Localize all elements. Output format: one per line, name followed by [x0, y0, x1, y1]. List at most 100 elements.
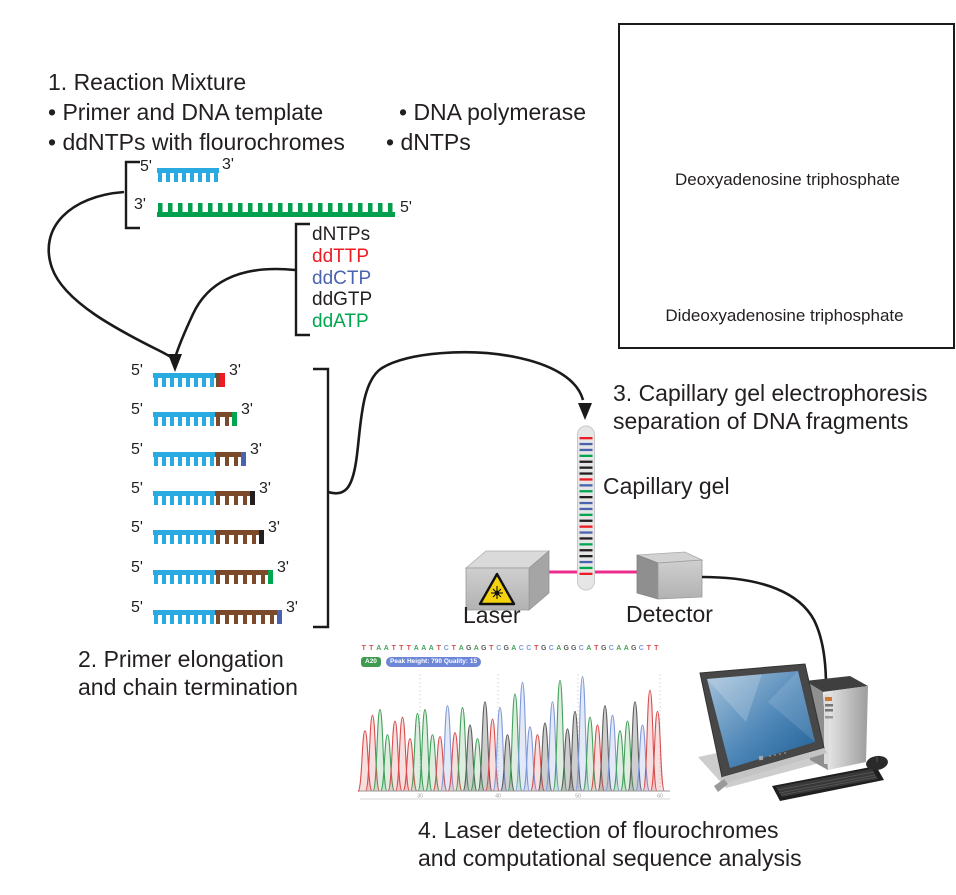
sequence-base: A [586, 645, 592, 652]
reagent-ddgtp: ddGTP [312, 289, 373, 311]
fragment-3-label: 3' [277, 559, 289, 576]
peak-info-badge: Peak Height: 790 Quality: 15 [386, 657, 482, 667]
computer-illustration [698, 663, 888, 801]
sequence-base: A [511, 645, 517, 652]
fragment-terminator [277, 610, 282, 624]
step1-bullet-polymerase: • DNA polymerase [399, 99, 587, 125]
sequence-base: T [406, 645, 411, 652]
fragment-primer-segment [153, 412, 215, 426]
fragment-3-label: 3' [286, 599, 298, 616]
sequence-base: T [369, 645, 374, 652]
svg-text:60: 60 [657, 794, 663, 800]
fragment-3-label: 3' [241, 401, 253, 418]
trace-plot: 30 40 50 60 [358, 674, 670, 800]
primer-5-label: 5' [140, 158, 152, 175]
capillary-gel-label: Capillary gel [603, 473, 730, 499]
molecule-caption-deoxy: Deoxyadenosine triphosphate [675, 170, 900, 189]
step3-line1: 3. Capillary gel electrophoresis [613, 380, 928, 406]
sequence-base: T [534, 645, 539, 652]
fragment-primer-segment [153, 373, 215, 387]
reagent-ddttp: ddTTP [312, 245, 370, 267]
fragment-extension-segment [215, 373, 220, 387]
chromatogram-peak [432, 736, 448, 792]
strand-pair-bracket [124, 160, 140, 230]
sequence-base: C [638, 645, 644, 652]
fragment-3-label: 3' [229, 362, 241, 379]
sequence-base: A [413, 645, 419, 652]
sequence-base: C [518, 645, 524, 652]
sequence-base: A [473, 645, 479, 652]
sequence-base: G [503, 645, 509, 652]
reagent-ddctp: ddCTP [312, 267, 372, 289]
chromatogram-peak [514, 681, 531, 792]
arrow-to-capillary [327, 350, 585, 495]
fragment-3-label: 3' [259, 480, 271, 497]
fragment-5-label: 5' [131, 362, 143, 379]
sequence-base: A [376, 645, 382, 652]
computer-mouse [866, 755, 888, 771]
sequence-base: C [496, 645, 502, 652]
fragment-primer-segment [153, 610, 215, 624]
fragment-extension-segment [215, 610, 277, 624]
fragment-3-label: 3' [268, 519, 280, 536]
laser-box [464, 550, 551, 611]
reagent-ddatp: ddATP [312, 311, 369, 333]
sequence-base: G [481, 645, 487, 652]
step4-line1: 4. Laser detection of flourochromes [418, 817, 779, 843]
reagent-dntps: dNTPs [312, 224, 371, 245]
step1-bullet-ddntps: • ddNTPs with flourochromes [48, 129, 345, 155]
template-strand [157, 203, 395, 217]
fragments-bracket [313, 367, 330, 629]
sequence-base: T [436, 645, 441, 652]
svg-text:40: 40 [495, 794, 501, 800]
fragment-5-label: 5' [131, 480, 143, 497]
sequence-base: T [361, 645, 366, 652]
sequence-base: C [608, 645, 614, 652]
computer-keyboard [772, 766, 884, 801]
detector-label: Detector [626, 601, 713, 627]
fragment-3-label: 3' [250, 441, 262, 458]
chromatogram-peak [649, 710, 666, 792]
fragment-primer-segment [153, 570, 215, 584]
fragment-terminator [241, 452, 246, 466]
sequence-base: A [556, 645, 562, 652]
chromatogram-peak [469, 738, 486, 792]
template-3-label: 3' [134, 196, 146, 213]
arrowhead-to-fragments [168, 354, 182, 372]
capillary-bands [579, 437, 593, 575]
fragment-5-label: 5' [131, 599, 143, 616]
sequence-base: C [578, 645, 584, 652]
fragment-primer-segment [153, 491, 215, 505]
template-5-label: 5' [400, 199, 412, 216]
detector-cable [701, 575, 828, 687]
fragment-extension-segment [215, 452, 241, 466]
sequence-base: G [631, 645, 637, 652]
detector-box [636, 551, 704, 600]
fragment-terminator [268, 570, 273, 584]
computer-monitor [699, 663, 827, 792]
step2-line2: and chain termination [78, 674, 298, 700]
sequence-base: C [443, 645, 449, 652]
sequence-base: T [654, 645, 659, 652]
fragment-extension-segment [215, 530, 259, 544]
fragment-5-label: 5' [131, 519, 143, 536]
fragment-primer-segment [153, 530, 215, 544]
sequence-base: T [594, 645, 599, 652]
sequence-base: G [563, 645, 569, 652]
reagents-bracket [294, 222, 310, 337]
laser-starburst-icon [491, 586, 503, 599]
svg-text:50: 50 [575, 794, 581, 800]
step2-line1: 2. Primer elongation [78, 646, 284, 672]
primer-3-label: 3' [222, 156, 234, 173]
arrow-from-template [47, 190, 175, 361]
sequence-base: A [616, 645, 622, 652]
sequence-base: A [383, 645, 389, 652]
fragment-5-label: 5' [131, 559, 143, 576]
fragment-extension-segment [215, 491, 250, 505]
molecule-caption-dideoxy: Dideoxyadenosine triphosphate [665, 306, 904, 325]
laser-label: Laser [463, 602, 521, 628]
svg-text:30: 30 [417, 794, 423, 800]
sequence-base: G [466, 645, 472, 652]
